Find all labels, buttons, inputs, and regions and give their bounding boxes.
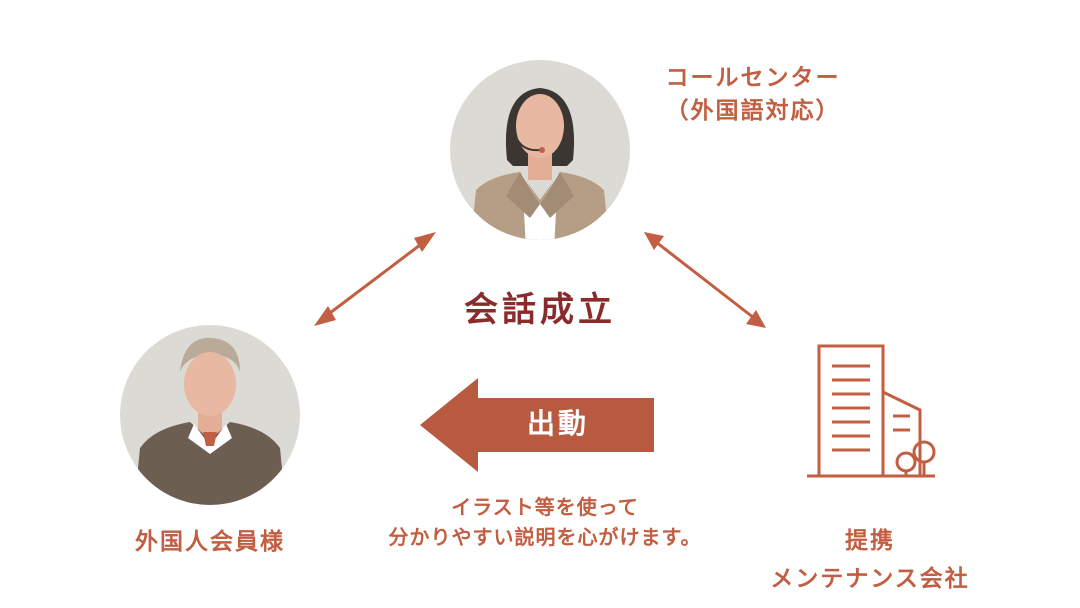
dispatch-label: 出動 [526, 407, 589, 440]
call-center-subtitle: （外国語対応） [665, 98, 841, 124]
building-icon [807, 344, 936, 478]
company-line-1: 提携 [845, 528, 895, 554]
member-label: 外国人会員様 [135, 529, 285, 555]
note-line-2: 分かりやすい説明を心がけます。 [388, 525, 702, 549]
call-center-title: コールセンター [665, 65, 841, 91]
bidirectional-arrow-icon [644, 232, 766, 328]
bidirectional-arrow-icon [314, 232, 436, 326]
conversation-label: 会話成立 [464, 290, 616, 330]
company-line-2: メンテナンス会社 [770, 566, 970, 592]
member-avatar-icon [120, 325, 300, 505]
operator-avatar-icon [450, 60, 630, 240]
dispatch-arrow-icon [420, 378, 654, 472]
note-line-1: イラスト等を使って [451, 495, 639, 519]
call-center-label: コールセンター （外国語対応） [638, 62, 868, 128]
company-label: 提携 メンテナンス会社 [740, 522, 1000, 598]
note-text: イラスト等を使って 分かりやすい説明を心がけます。 [330, 492, 760, 552]
